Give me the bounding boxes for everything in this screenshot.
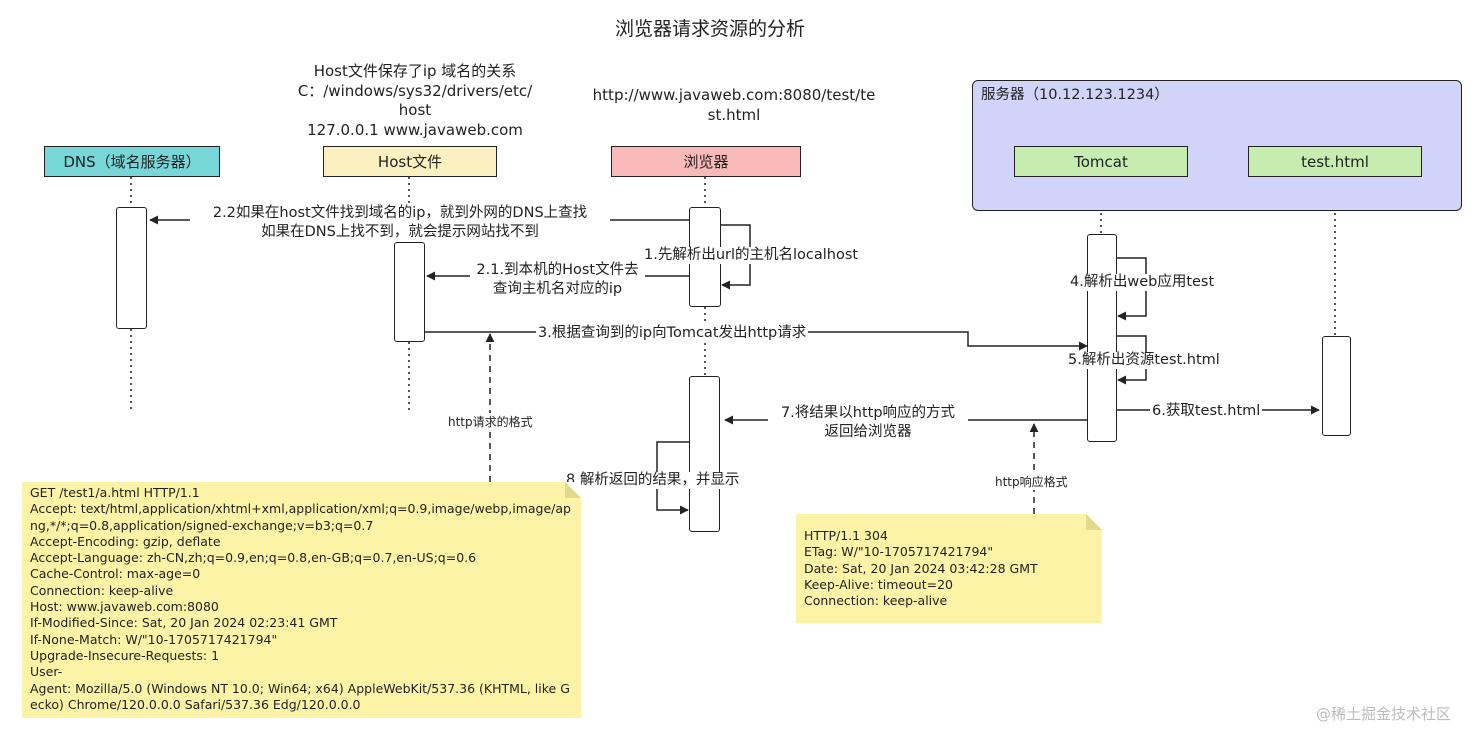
participant-test-html[interactable]: test.html [1248,146,1422,177]
msg-6-label: 6.获取test.html [1150,403,1263,420]
server-group-label: 服务器（10.12.123.1234） [981,87,1169,103]
msg-1-label: 1.先解析出url的主机名localhost [642,247,861,264]
server-group: 服务器（10.12.123.1234） [972,80,1462,211]
response-format-label: http响应格式 [993,473,1070,490]
request-format-label: http请求的格式 [446,413,535,430]
url-note: http://www.javaweb.com:8080/test/te st.h… [592,86,876,124]
note-fold-icon [1086,514,1102,530]
msg-8-label: 8.解析返回的结果，并显示 [564,472,742,489]
http-request-note: GET /test1/a.html HTTP/1.1 Accept: text/… [22,482,581,718]
dns-activation [116,207,147,329]
participant-tomcat[interactable]: Tomcat [1014,146,1188,177]
participant-host-file[interactable]: Host文件 [323,146,497,177]
msg-3-label: 3.根据查询到的ip向Tomcat发出http请求 [536,325,809,342]
host-file-note: Host文件保存了ip 域名的关系 C：/windows/sys32/drive… [297,62,533,139]
test-html-activation [1322,336,1351,436]
tomcat-activation [1087,234,1117,442]
participant-browser[interactable]: 浏览器 [611,146,801,177]
watermark: @稀土掘金技术社区 [1316,705,1452,723]
msg-4-label: 4.解析出web应用test [1068,274,1217,291]
msg-7-label: 7.将结果以http响应的方式 返回给浏览器 [768,404,968,442]
host-activation [394,242,425,342]
browser-activation-2 [689,376,720,532]
msg-2-1-label: 2.1.到本机的Host文件去 查询主机名对应的ip [470,261,645,299]
msg-2-2-label: 2.2如果在host文件找到域名的ip，就到外网的DNS上查找 如果在DNS上找… [190,204,610,242]
http-response-note: HTTP/1.1 304 ETag: W/"10-1705717421794" … [796,514,1102,623]
msg-5-label: 5.解析出资源test.html [1066,352,1222,369]
participant-dns[interactable]: DNS（域名服务器） [44,146,220,177]
diagram-title: 浏览器请求资源的分析 [614,18,805,40]
note-fold-icon [565,482,581,498]
